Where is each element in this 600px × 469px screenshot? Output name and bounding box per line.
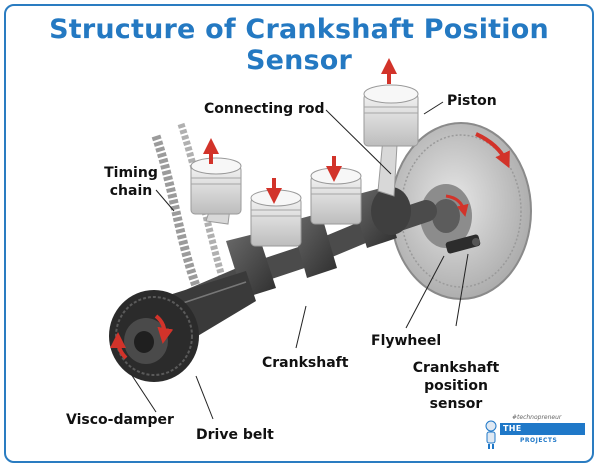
diagram-title: Structure of Crankshaft Position Sensor	[49, 14, 549, 76]
diagram-frame: Structure of Crankshaft Position Sensor	[4, 4, 594, 463]
logo-tagline: #technopreneur	[512, 414, 562, 421]
engine-illustration	[109, 58, 532, 420]
label-drive-belt: Drive belt	[196, 427, 274, 443]
arrow-damper-rotation	[154, 314, 174, 344]
label-flywheel: Flywheel	[371, 333, 442, 349]
piston-4	[363, 84, 419, 147]
engineering-projects-logo: #technopreneur THE ENGINEERING PROJECTS	[476, 414, 588, 458]
label-ckp-line2: position	[424, 378, 488, 394]
label-crankshaft-position-sensor: Crankshaft position sensor	[410, 359, 502, 413]
logo-line2: PROJECTS	[520, 437, 558, 444]
piston-2	[250, 189, 302, 247]
piston-3	[310, 167, 362, 225]
label-piston: Piston	[447, 93, 497, 109]
visco-damper	[109, 290, 199, 382]
leader-lines	[130, 101, 469, 420]
label-timing-chain: Timing chain	[102, 164, 160, 200]
logo-line1: THE ENGINEERING	[500, 423, 585, 445]
arrow-flywheel-rotation	[475, 132, 510, 169]
label-crankshaft: Crankshaft	[262, 355, 349, 371]
label-ckp-line3: sensor	[429, 396, 483, 412]
motion-arrows	[203, 58, 510, 217]
pistons	[190, 84, 419, 247]
label-timing-chain-line1: Timing	[104, 165, 158, 181]
piston-1	[190, 157, 242, 215]
crankshaft-position-sensor	[445, 234, 481, 254]
robot-mascot-icon	[485, 420, 497, 449]
label-connecting-rod: Connecting rod	[204, 101, 325, 117]
label-visco-damper: Visco-damper	[66, 412, 174, 428]
arrow-damper-rotation-2	[110, 332, 128, 360]
label-ckp-line1: Crankshaft	[412, 360, 500, 376]
timing-chain	[151, 122, 235, 313]
arrow-crank-rotation	[445, 194, 469, 217]
label-timing-chain-line2: chain	[109, 183, 153, 199]
